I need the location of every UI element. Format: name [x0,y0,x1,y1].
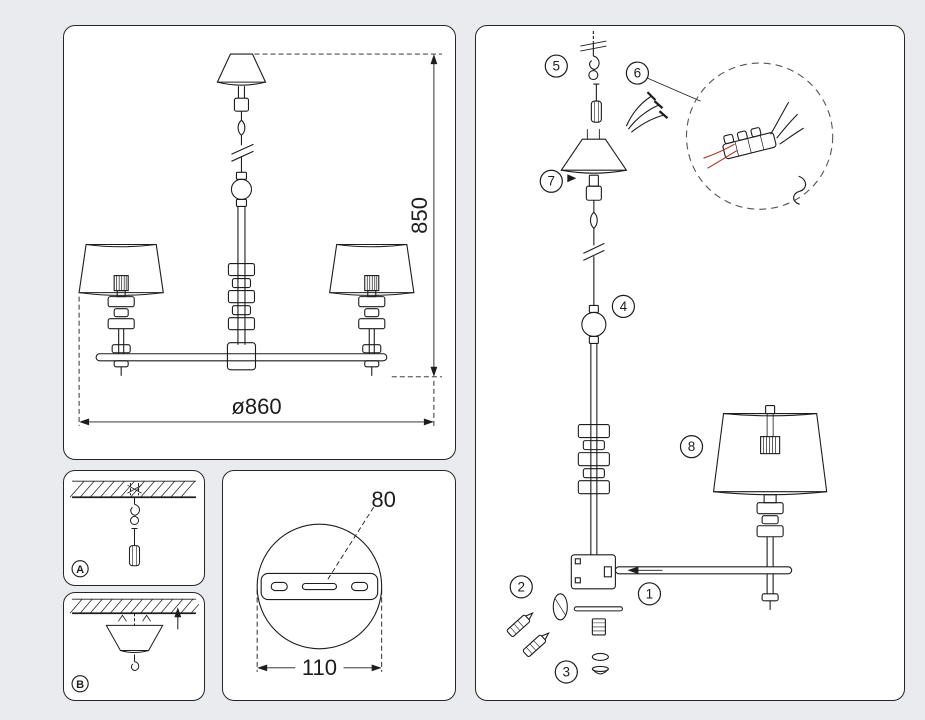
plate-dim-label: 110 [302,655,337,680]
small-fasteners [573,606,623,675]
arm-insert-arrow [627,566,663,575]
svg-text:B: B [76,679,84,691]
anchor-hook [127,483,142,525]
detail-a-panel: A [63,470,205,586]
mounting-plate-drawing: 80 110 [256,487,396,680]
svg-text:6: 6 [634,66,642,81]
rod-and-discs [577,343,610,555]
step-a-badge: A [71,560,89,578]
callout-5: 5 [544,54,568,78]
right-candle [358,290,386,376]
push-up-arrow [174,607,182,630]
callout-7: 7 [539,169,563,193]
hanging-ring [230,171,253,207]
screwdriver-icon [128,528,141,567]
svg-text:8: 8 [688,439,696,454]
canopy [216,53,267,112]
callout-3: 3 [554,660,578,684]
diameter-dimension [78,296,435,426]
hanging-ring [581,304,607,345]
callout-6: 6 [625,61,650,85]
anchors-and-screws [506,593,568,658]
cross-arm [95,353,388,362]
canopy [560,129,628,174]
callout-8: 8 [679,435,704,459]
left-shade [78,243,164,296]
ceiling [69,480,196,499]
center-column [226,206,257,371]
suspension-cable [231,111,254,173]
height-dim-label: 850 [407,197,432,234]
svg-text:1: 1 [646,586,654,601]
detail-circle [256,523,383,650]
arm [614,566,793,575]
detail-leader-line [647,77,701,102]
stem-and-chain [583,174,605,306]
canopy-install-drawing: B [69,598,200,693]
canopy-pointer-arrow [567,174,577,183]
svg-text:2: 2 [517,579,525,594]
step-b-badge: B [71,675,89,693]
diameter-dim-label: ø860 [231,394,281,419]
height-dimension [254,53,442,378]
junction-hub [570,554,616,590]
ceiling-anchor-hook [580,31,607,81]
callout-2: 2 [509,575,533,599]
hook-install-drawing: A [69,480,196,578]
assembly-panel: 5 6 7 4 8 1 2 3 [475,25,905,701]
left-candle [107,290,135,376]
callout-1: 1 [637,582,662,606]
svg-text:A: A [76,564,84,576]
mounted-canopy [105,613,164,672]
svg-text:5: 5 [553,59,561,74]
chandelier-dimension-drawing: 850 ø860 [78,53,442,426]
main-view-panel: 850 ø860 [63,25,456,460]
svg-text:4: 4 [620,299,628,314]
svg-text:7: 7 [548,174,556,189]
callout-4: 4 [611,294,636,319]
svg-text:3: 3 [563,664,571,679]
wiring-detail-circle [685,62,834,210]
shade-assembly [712,405,828,610]
detail-b-panel: B [63,592,205,701]
mounting-plate [260,572,379,601]
width-dimension [256,589,383,672]
slot-dim-label: 80 [371,487,396,512]
wire-leads [625,91,669,133]
plate-detail-panel: 80 110 [222,470,456,701]
leader-line-80 [326,506,375,582]
ceiling [69,598,200,615]
screwdriver-icon [590,83,602,123]
exploded-assembly-drawing: 5 6 7 4 8 1 2 3 [506,31,834,684]
right-shade [329,243,415,296]
